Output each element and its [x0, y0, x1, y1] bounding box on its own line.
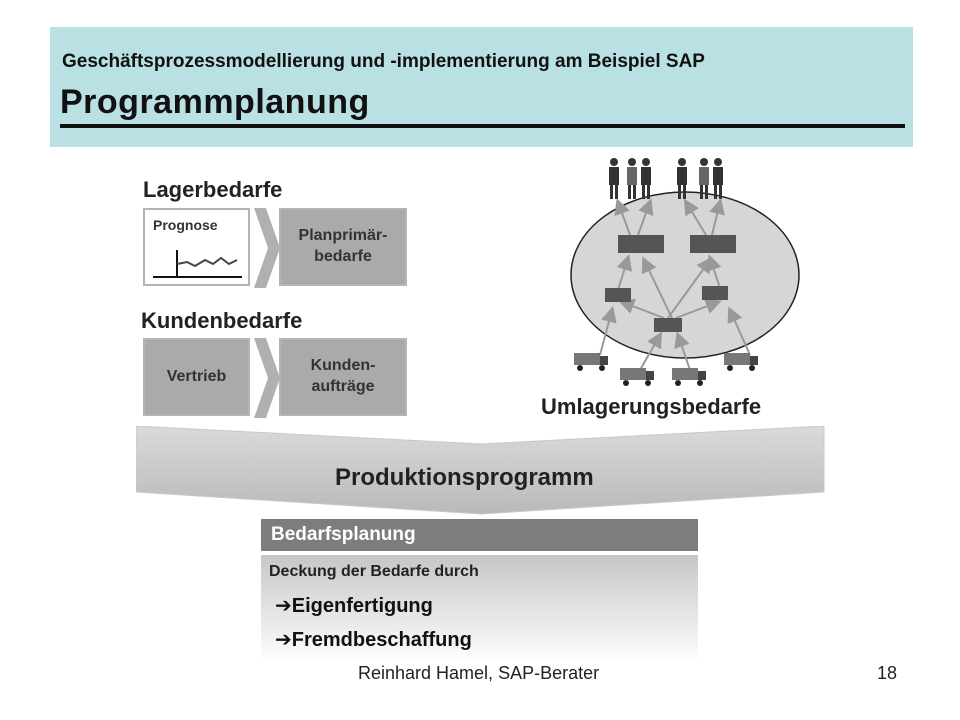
deckung-text: Deckung der Bedarfe durch — [269, 563, 479, 580]
bedarfsplanung-header: Bedarfsplanung — [261, 519, 698, 551]
list-item: ➔Eigenfertigung — [275, 593, 433, 618]
forecast-chart-icon — [153, 250, 242, 278]
bedarfsplanung-body: Deckung der Bedarfe durch ➔Eigenfertigun… — [261, 555, 698, 663]
truck-icon — [574, 353, 758, 386]
flow-arrows — [599, 198, 751, 371]
list-item: ➔Fremdbeschaffung — [275, 627, 472, 652]
planprimaerbedarfe-line2: bedarfe — [314, 248, 372, 265]
kundenauftraege-line2: aufträge — [311, 378, 375, 395]
page-number: 18 — [877, 663, 898, 683]
lagerbedarfe-label: Lagerbedarfe — [143, 177, 283, 202]
kundenauftraege-line1: Kunden- — [310, 357, 376, 375]
vertrieb-label: Vertrieb — [166, 367, 227, 385]
slide-subtitle: Geschäftsprozessmodellierung und -implem… — [62, 51, 705, 72]
title-underline — [60, 124, 905, 128]
slide-header: Geschäftsprozessmodellierung und -implem… — [50, 27, 913, 147]
arrow-right-icon: ➔ — [275, 629, 292, 651]
arrow-right-icon: ➔ — [275, 595, 292, 617]
planprimaerbedarfe-line1: Planprimär- — [298, 227, 388, 245]
kundenauftraege-box: Kunden- aufträge — [279, 338, 407, 416]
prognose-label: Prognose — [153, 217, 218, 233]
kundenbedarfe-label: Kundenbedarfe — [141, 308, 303, 333]
planprimaerbedarfe-box: Planprimär- bedarfe — [279, 208, 407, 286]
umlagerungsbedarfe-label: Umlagerungsbedarfe — [541, 394, 762, 419]
prognose-box: Prognose — [143, 208, 250, 286]
customers-icon — [609, 158, 723, 199]
fremdbeschaffung-label: Fremdbeschaffung — [291, 629, 472, 651]
eigenfertigung-label: Eigenfertigung — [291, 595, 433, 617]
bedarfsplanung-title: Bedarfsplanung — [271, 524, 416, 545]
warehouse-icon — [605, 235, 736, 332]
produktionsprogramm-banner — [136, 426, 825, 515]
chevron-right-icon — [254, 338, 280, 418]
slide-title: Programmplanung — [60, 83, 370, 121]
vertrieb-box: Vertrieb — [143, 338, 250, 416]
footer-author: Reinhard Hamel, SAP-Berater — [358, 663, 600, 683]
produktionsprogramm-label: Produktionsprogramm — [335, 464, 594, 491]
distribution-network-illustration — [570, 158, 800, 386]
chevron-right-icon — [254, 208, 280, 288]
